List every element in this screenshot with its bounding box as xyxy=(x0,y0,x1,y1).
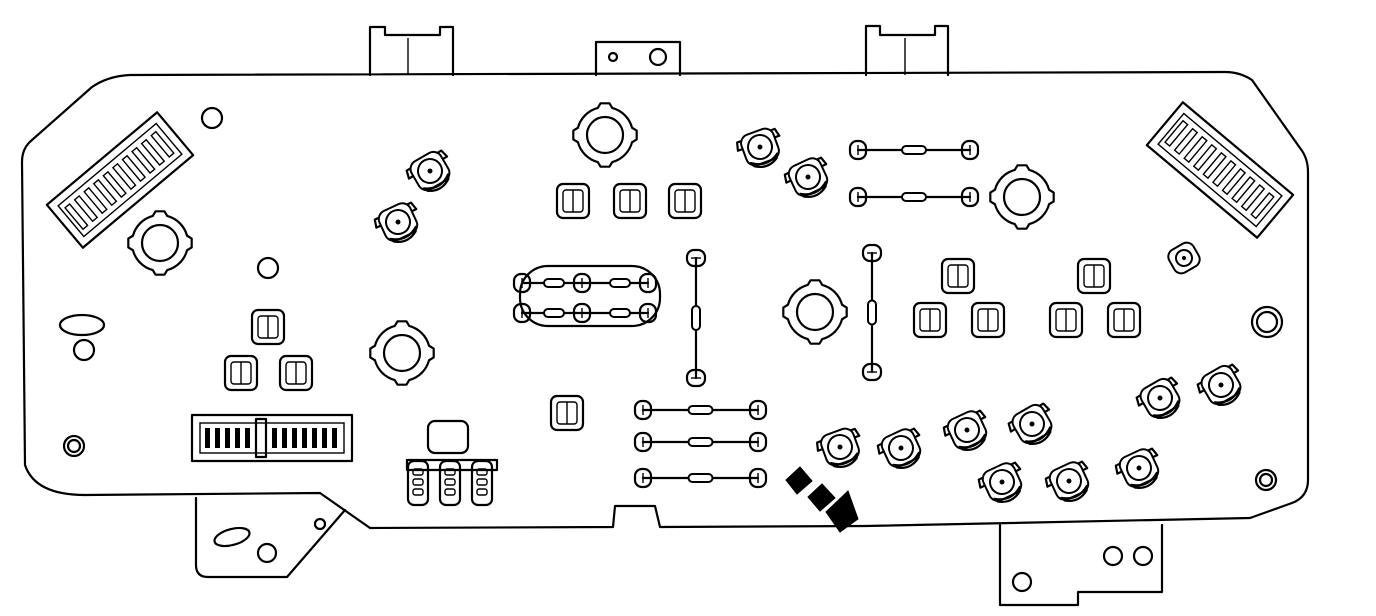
gauge-mount xyxy=(572,102,638,168)
square-socket xyxy=(555,182,591,220)
gauge-mount xyxy=(369,320,435,386)
pointer-arrow xyxy=(785,466,859,533)
socket-group-outline xyxy=(518,264,662,328)
connector-block xyxy=(405,419,499,507)
square-socket xyxy=(278,354,314,392)
resistor-link xyxy=(848,186,980,208)
resistor-link xyxy=(512,272,658,294)
resistor-link xyxy=(861,243,883,382)
resistor-link xyxy=(633,399,768,421)
resistor-link xyxy=(633,467,768,489)
mounting-hole xyxy=(200,106,224,130)
edge-connector-left xyxy=(45,111,195,249)
resistor-link xyxy=(633,431,768,453)
square-socket xyxy=(1106,301,1142,339)
bulb-socket xyxy=(405,149,451,192)
bulb-socket xyxy=(876,427,922,469)
square-socket xyxy=(940,257,976,295)
board-outline xyxy=(20,70,1310,530)
bulb-socket xyxy=(736,127,781,169)
bottom-mounting-tab-right xyxy=(998,523,1164,607)
square-socket xyxy=(912,301,948,339)
resistor-link xyxy=(685,248,707,388)
bottom-mounting-tab-left xyxy=(194,496,347,579)
bulb-socket xyxy=(1044,460,1090,502)
resistor-link xyxy=(848,139,980,161)
gauge-mount xyxy=(127,210,193,276)
resistor-link xyxy=(512,302,658,324)
square-socket xyxy=(223,354,259,392)
edge-connector-right xyxy=(1145,101,1295,239)
top-mounting-tab-center xyxy=(594,40,682,77)
top-mounting-tab-right xyxy=(864,24,950,77)
gauge-mount xyxy=(1250,305,1284,339)
bulb-socket xyxy=(1135,376,1181,419)
edge-connector-bottom xyxy=(190,413,354,463)
square-socket xyxy=(250,308,286,346)
mounting-hole xyxy=(62,434,86,458)
gauge-mount xyxy=(989,164,1055,230)
square-socket xyxy=(549,394,585,432)
square-socket xyxy=(667,182,703,220)
bulb-socket xyxy=(942,409,988,451)
mounting-hole xyxy=(256,256,280,280)
square-socket xyxy=(970,301,1006,339)
bulb-socket xyxy=(373,201,419,243)
bulb-socket xyxy=(816,427,861,469)
bulb-socket xyxy=(977,461,1023,503)
bulb-socket xyxy=(1007,402,1053,445)
bulb-socket xyxy=(1196,363,1242,406)
top-mounting-tab-left xyxy=(368,25,455,77)
square-socket xyxy=(1076,257,1112,295)
mounting-hole xyxy=(1254,468,1278,492)
gauge-mount xyxy=(782,279,848,345)
mounting-hole xyxy=(72,338,96,362)
bulb-socket xyxy=(1114,447,1160,489)
oval-marking xyxy=(58,313,106,337)
square-socket xyxy=(612,182,648,220)
square-socket xyxy=(1048,301,1084,339)
bulb-socket-small xyxy=(1167,241,1201,275)
bulb-socket xyxy=(783,156,829,198)
